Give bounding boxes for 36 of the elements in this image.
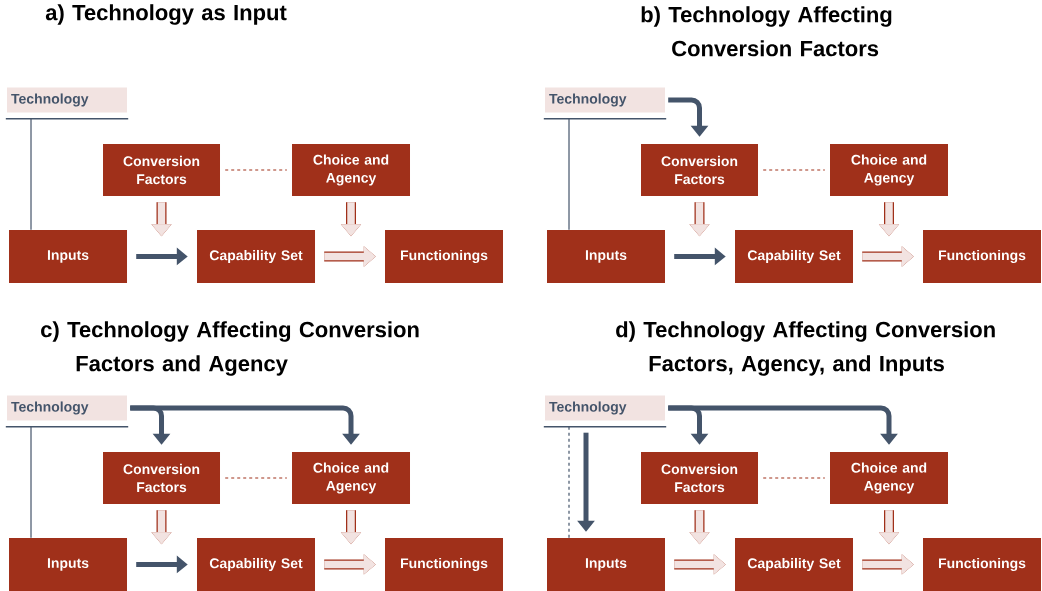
factor-box: Choice and Agency — [830, 452, 948, 504]
factor-box: Conversion Factors — [103, 144, 220, 196]
process-box: Inputs — [547, 230, 665, 283]
connector-line — [762, 169, 826, 171]
connector-line — [568, 118, 570, 231]
process-box: Functionings — [385, 230, 503, 283]
technology-box: Technology — [5, 395, 129, 428]
connector-line — [224, 477, 288, 479]
connector-line — [762, 477, 826, 479]
process-box: Capability Set — [197, 538, 315, 591]
technology-box: Technology — [5, 87, 129, 120]
process-box: Functionings — [923, 230, 1041, 283]
technology-box: Technology — [543, 87, 667, 120]
process-box: Capability Set — [197, 230, 315, 283]
factor-box: Choice and Agency — [830, 144, 948, 196]
panel-title: c) Technology Affecting Conversion Factors and Agency — [41, 321, 419, 376]
factor-box: Conversion Factors — [641, 144, 758, 196]
connector-line — [30, 426, 32, 539]
process-box: Capability Set — [735, 538, 853, 591]
connector-line — [224, 169, 288, 171]
process-box: Inputs — [9, 538, 127, 591]
factor-box: Conversion Factors — [641, 452, 758, 504]
process-box: Capability Set — [735, 230, 853, 283]
connector-line — [30, 118, 32, 231]
factor-box: Choice and Agency — [292, 452, 410, 504]
panel-title: b) Technology Affecting Conversion Factors — [641, 6, 892, 57]
technology-box: Technology — [543, 395, 667, 428]
connector-line — [568, 426, 570, 539]
factor-box: Choice and Agency — [292, 144, 410, 196]
process-box: Inputs — [9, 230, 127, 283]
panel-title: d) Technology Affecting Conversion Factors, Agency, and Inputs — [616, 321, 995, 376]
process-box: Inputs — [547, 538, 665, 591]
process-box: Functionings — [385, 538, 503, 591]
process-box: Functionings — [923, 538, 1041, 591]
factor-box: Conversion Factors — [103, 452, 220, 504]
panel-title: a) Technology as Input — [45, 4, 287, 25]
